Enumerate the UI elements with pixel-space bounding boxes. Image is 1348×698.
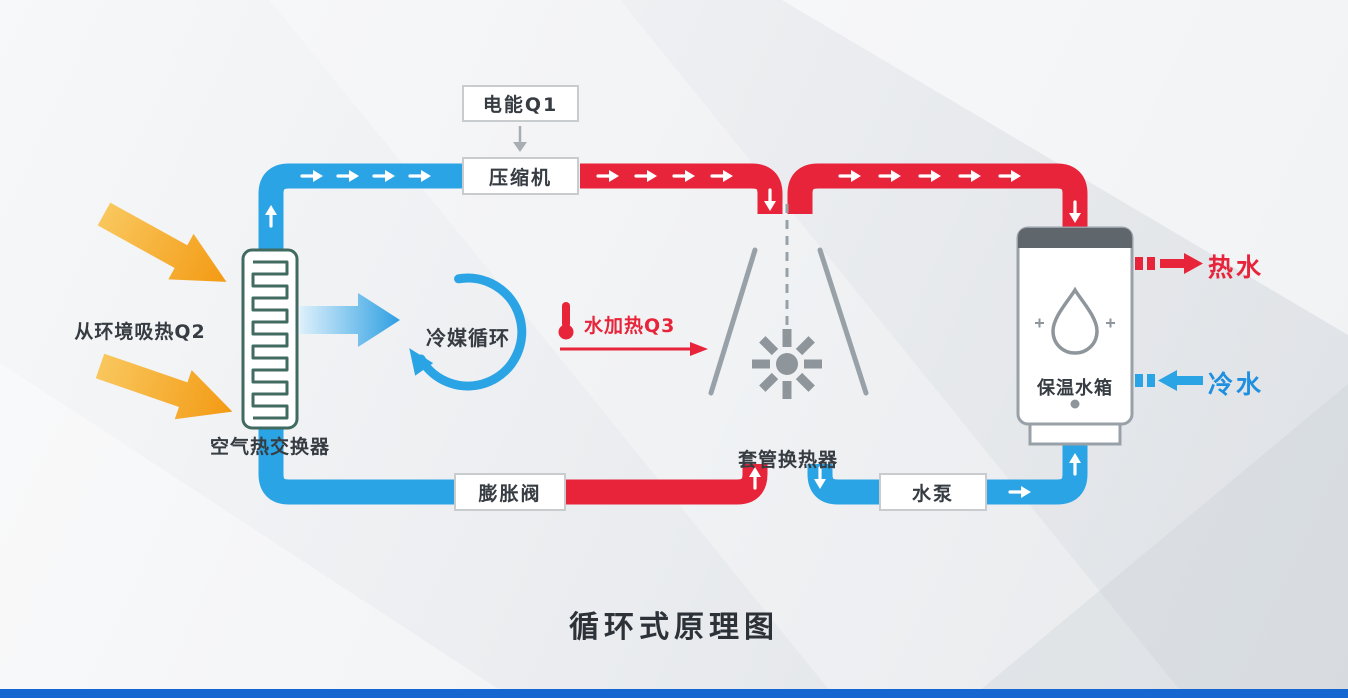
hot-water-arrow [1135, 253, 1203, 274]
compressor-box: 压缩机 [462, 157, 579, 195]
expansion-valve-box: 膨胀阀 [454, 473, 566, 511]
expansion-valve-label: 膨胀阀 [478, 482, 542, 505]
pipe-heat-exchanger-to-pump [807, 464, 879, 505]
cold-water-arrow [1135, 370, 1203, 391]
water-pump-box: 水泵 [879, 473, 987, 511]
air-heat-exchanger-icon [241, 248, 299, 430]
pipe-pump-to-tank [987, 438, 1088, 505]
ambient-heat-arrows [95, 202, 233, 420]
fan-icon [752, 329, 822, 399]
heat-transfer-arrow [300, 293, 400, 347]
diagram-title: 循环式原理图 [569, 610, 779, 645]
storage-tank-icon [1016, 226, 1134, 446]
refrigerant-cycle-icon [409, 273, 527, 391]
storage-tank-label: 保温水箱 [1037, 378, 1113, 399]
water-pump-label: 水泵 [911, 482, 954, 505]
pipe-compressor-to-heat-exchanger [580, 163, 783, 214]
pipe-heat-exchanger-to-tank [787, 163, 1088, 240]
water-heating-arrow [560, 342, 708, 356]
footer-bar [0, 689, 1348, 698]
env-heat-label: 从环境吸热Q2 [74, 321, 206, 343]
compressor-label: 压缩机 [488, 166, 552, 189]
cold-water-label: 冷水 [1208, 370, 1265, 399]
air-heat-exchanger-label: 空气热交换器 [209, 436, 330, 458]
refrigerant-cycle-label: 冷媒循环 [426, 326, 510, 350]
electric-energy-box: 电能Q1 [462, 85, 579, 122]
pipe-evaporator-to-expansion-valve [258, 420, 454, 505]
pipe-expansion-valve-to-heat-exchanger [566, 464, 768, 505]
electric-energy-label: 电能Q1 [482, 94, 559, 116]
hot-water-label: 热水 [1208, 253, 1265, 282]
pipe-evaporator-to-compressor [258, 163, 462, 254]
water-drop-icon [1051, 286, 1099, 355]
tube-heat-exchanger-label: 套管换热器 [737, 449, 838, 471]
electric-energy-connector-arrow [513, 126, 527, 152]
tube-heat-exchanger-icon [708, 204, 869, 399]
water-heating-label: 水加热Q3 [584, 315, 676, 337]
thermometer-icon [558, 302, 574, 340]
